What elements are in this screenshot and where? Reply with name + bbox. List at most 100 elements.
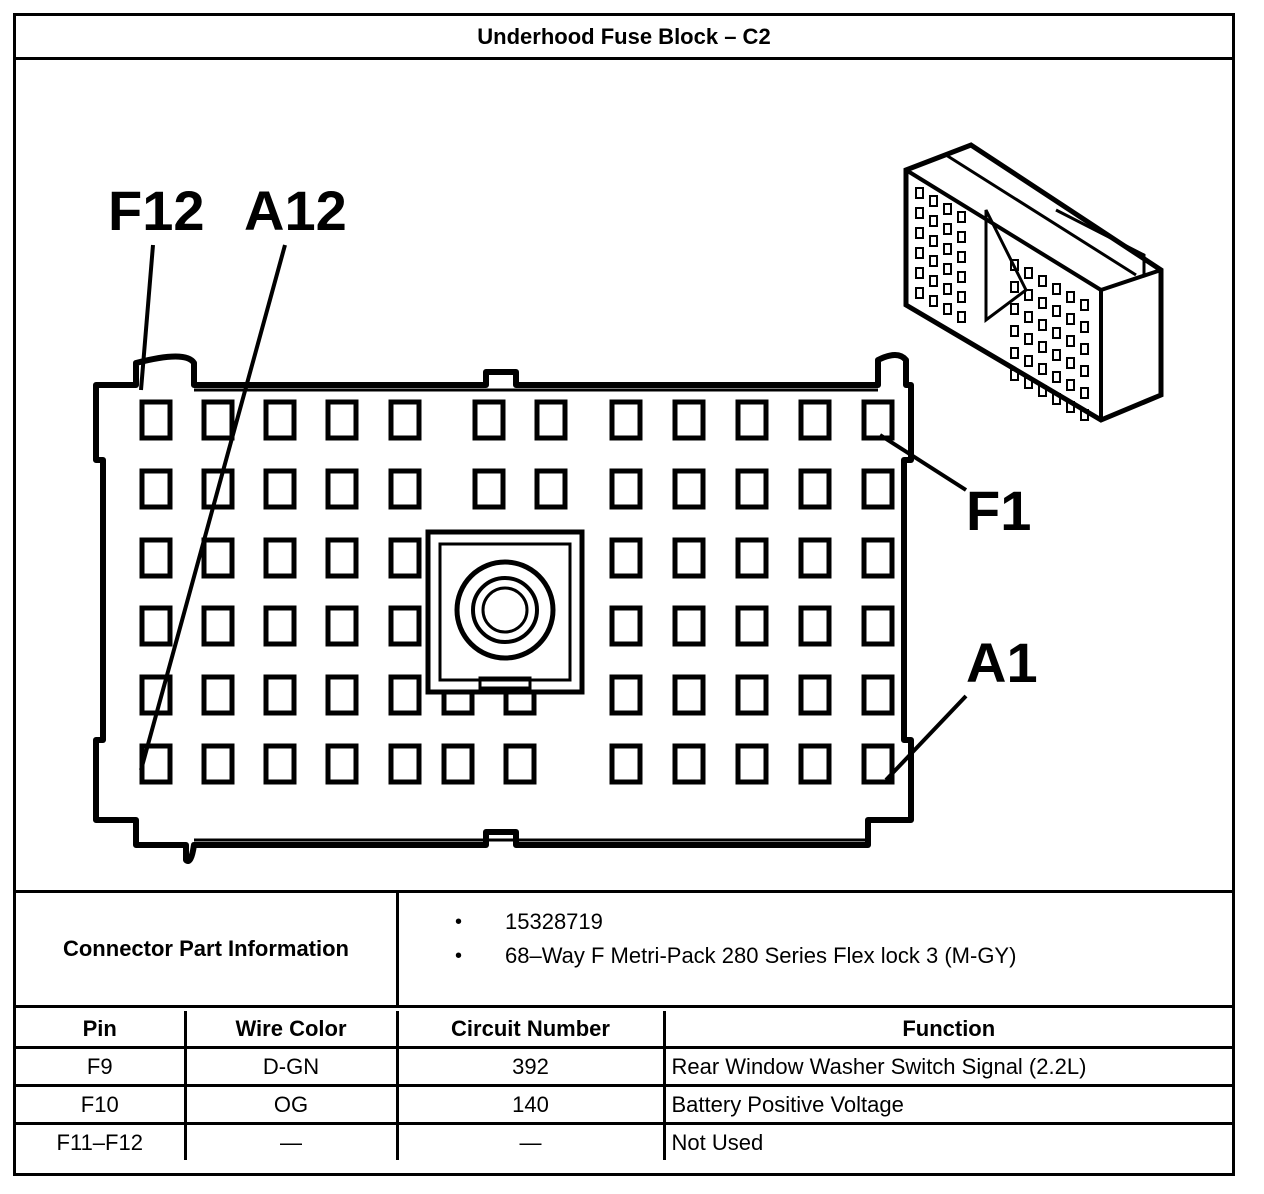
list-item: • 15328719 bbox=[399, 905, 1232, 939]
part-number: 15328719 bbox=[505, 909, 603, 934]
pin-cavity bbox=[672, 743, 706, 785]
pin-cavity bbox=[672, 399, 706, 441]
pin-table: Pin Wire Color Circuit Number Function F… bbox=[16, 1011, 1232, 1160]
callout-f12: F12 bbox=[108, 179, 205, 242]
pin-cavity bbox=[798, 537, 832, 579]
table-row: F10 OG 140 Battery Positive Voltage bbox=[16, 1084, 1232, 1125]
pin-cavity bbox=[325, 537, 359, 579]
pin-cavity bbox=[735, 399, 769, 441]
pin-cavity bbox=[735, 605, 769, 647]
pin-cavity bbox=[609, 468, 643, 510]
pin-cavity bbox=[201, 674, 235, 716]
pin-cavity bbox=[861, 674, 895, 716]
pin-cavity bbox=[139, 399, 173, 441]
pin-cavity bbox=[609, 743, 643, 785]
connector-housing-outline bbox=[93, 352, 914, 864]
header-pin: Pin bbox=[16, 1011, 187, 1049]
cell-pin: F10 bbox=[16, 1084, 187, 1125]
pin-cavity bbox=[798, 605, 832, 647]
connector-3d-view-icon bbox=[903, 142, 1164, 423]
pin-cavity bbox=[388, 399, 422, 441]
leader-line-a12 bbox=[139, 244, 287, 771]
cell-circuit-number: 392 bbox=[395, 1046, 666, 1087]
callout-f1: F1 bbox=[966, 479, 1031, 542]
header-function: Function bbox=[662, 1011, 1232, 1049]
leader-line-f12 bbox=[139, 244, 155, 391]
pin-cavity bbox=[472, 399, 506, 441]
callout-a12: A12 bbox=[244, 179, 347, 242]
pin-cavity bbox=[861, 468, 895, 510]
pin-cavity bbox=[503, 743, 537, 785]
pin-cavity bbox=[534, 399, 568, 441]
pin-cavity bbox=[672, 605, 706, 647]
callout-a1: A1 bbox=[966, 631, 1038, 694]
bolt-terminal-icon bbox=[425, 529, 585, 695]
pin-cavity bbox=[325, 674, 359, 716]
pin-cavity bbox=[672, 674, 706, 716]
connector-part-info-list: • 15328719 • 68–Way F Metri-Pack 280 Ser… bbox=[399, 893, 1232, 1017]
pin-cavity bbox=[735, 468, 769, 510]
pin-cavity bbox=[388, 537, 422, 579]
pin-cavity bbox=[325, 605, 359, 647]
pin-cavity bbox=[263, 674, 297, 716]
pin-cavity bbox=[861, 399, 895, 441]
bullet-icon: • bbox=[455, 945, 463, 967]
connector-part-info-label: Connector Part Information bbox=[16, 893, 399, 1005]
pin-cavity bbox=[325, 743, 359, 785]
pin-cavity bbox=[735, 537, 769, 579]
pin-cavity bbox=[388, 674, 422, 716]
pin-cavity bbox=[201, 605, 235, 647]
pin-cavity bbox=[609, 674, 643, 716]
pin-cavity bbox=[798, 743, 832, 785]
leader-line-a1 bbox=[884, 694, 968, 782]
connector-description: 68–Way F Metri-Pack 280 Series Flex lock… bbox=[505, 943, 1017, 968]
list-item: • 68–Way F Metri-Pack 280 Series Flex lo… bbox=[399, 939, 1232, 973]
connector-diagram: F12 A12 F1 A1 bbox=[16, 60, 1232, 890]
connector-sheet: Underhood Fuse Block – C2 F12 bbox=[13, 13, 1235, 1176]
table-row: F11–F12 — — Not Used bbox=[16, 1122, 1232, 1160]
pin-cavity bbox=[201, 743, 235, 785]
cell-function: Rear Window Washer Switch Signal (2.2L) bbox=[662, 1046, 1232, 1087]
pin-cavity bbox=[735, 674, 769, 716]
pin-cavity bbox=[534, 468, 568, 510]
pin-cavity bbox=[388, 743, 422, 785]
leader-line-f1 bbox=[878, 433, 968, 492]
cell-pin: F9 bbox=[16, 1046, 187, 1087]
pin-cavity bbox=[263, 399, 297, 441]
pin-cavity bbox=[609, 399, 643, 441]
header-wire-color: Wire Color bbox=[183, 1011, 399, 1049]
pin-cavity bbox=[798, 468, 832, 510]
pin-cavity bbox=[325, 468, 359, 510]
pin-cavity bbox=[139, 468, 173, 510]
cell-circuit-number: 140 bbox=[395, 1084, 666, 1125]
pin-cavity bbox=[201, 399, 235, 441]
cell-wire-color: D-GN bbox=[183, 1046, 399, 1087]
pin-cavity-grid bbox=[139, 399, 895, 785]
pin-cavity bbox=[263, 743, 297, 785]
connector-part-info: Connector Part Information • 15328719 • … bbox=[16, 890, 1232, 1008]
pin-cavity bbox=[263, 537, 297, 579]
pin-cavity bbox=[672, 537, 706, 579]
pin-cavity bbox=[263, 605, 297, 647]
pin-cavity bbox=[201, 537, 235, 579]
bullet-icon: • bbox=[455, 911, 463, 933]
cell-function: Not Used bbox=[662, 1122, 1232, 1160]
pin-cavity bbox=[388, 605, 422, 647]
pin-cavity bbox=[388, 468, 422, 510]
pin-cavity bbox=[441, 743, 475, 785]
pin-cavity bbox=[798, 399, 832, 441]
cell-wire-color: — bbox=[183, 1122, 399, 1160]
table-row: F9 D-GN 392 Rear Window Washer Switch Si… bbox=[16, 1046, 1232, 1087]
pin-cavity bbox=[609, 537, 643, 579]
pin-cavity bbox=[139, 605, 173, 647]
pin-cavity bbox=[672, 468, 706, 510]
page-title: Underhood Fuse Block – C2 bbox=[16, 16, 1232, 60]
pin-cavity bbox=[861, 537, 895, 579]
pin-cavity bbox=[263, 468, 297, 510]
pin-cavity bbox=[472, 468, 506, 510]
cell-wire-color: OG bbox=[183, 1084, 399, 1125]
pin-cavity bbox=[609, 605, 643, 647]
pin-cavity bbox=[861, 605, 895, 647]
cell-circuit-number: — bbox=[395, 1122, 666, 1160]
pin-cavity bbox=[798, 674, 832, 716]
